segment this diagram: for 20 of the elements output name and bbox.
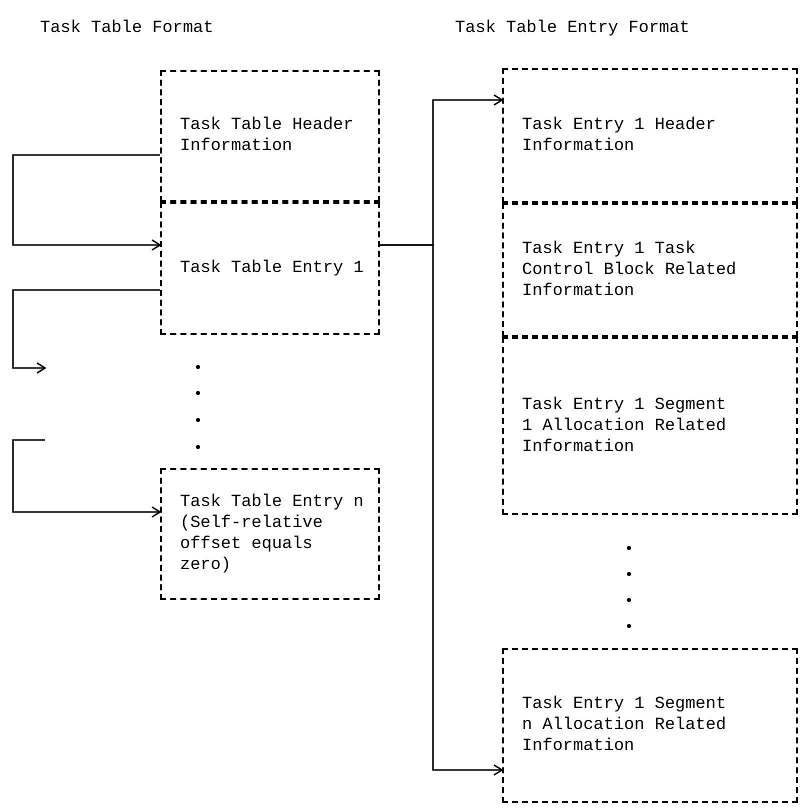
arrow xyxy=(12,289,160,374)
section-text: Task Entry 1 Segment 1 Allocation Related Information xyxy=(522,394,728,458)
table-section xyxy=(160,468,380,600)
table-section xyxy=(502,648,798,803)
arrow xyxy=(12,439,161,518)
table-section xyxy=(502,337,798,515)
section-text: Task Entry 1 Task Control Block Related Information xyxy=(522,238,736,302)
table-section xyxy=(502,203,798,337)
arrow xyxy=(380,244,503,776)
heading: Task Table Entry Format xyxy=(455,18,690,40)
section-text: Task Table Entry 1 xyxy=(180,258,365,279)
table-section xyxy=(160,70,380,202)
section-text: Task Table Entry n (Self-relative offset equals zero) xyxy=(180,492,365,576)
table-section xyxy=(502,68,798,203)
table-section xyxy=(160,202,380,335)
arrow xyxy=(12,154,161,251)
section-text: Task Table Header Information xyxy=(180,115,354,157)
section-text: Task Entry 1 Segment n Allocation Related Information xyxy=(522,694,728,757)
heading: Task Table Format xyxy=(40,18,214,40)
section-text: Task Entry 1 Header Information xyxy=(522,114,717,156)
